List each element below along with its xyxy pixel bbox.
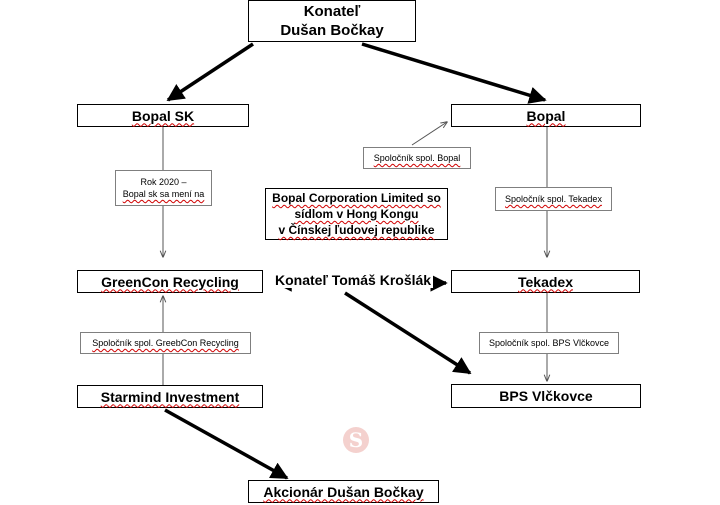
bopal-sk-label: Bopal SK — [131, 107, 195, 124]
root-owner-box: Konateľ Dušan Bočkay — [248, 0, 416, 42]
note-partner-greencon: Spoločník spol. GreebCon Recycling — [80, 332, 251, 354]
tekadex-label: Tekadex — [518, 273, 573, 290]
bps-box: BPS Vlčkovce — [451, 384, 641, 408]
note-partner-tekadex-label: Spoločník spol. Tekadex — [505, 194, 602, 204]
root-owner-role: Konateľ — [303, 3, 361, 20]
note-partner-tekadex: Spoločník spol. Tekadex — [495, 187, 612, 211]
arrow-root-to-bopal-sk — [166, 42, 254, 102]
starmind-label: Starmind Investment — [100, 388, 240, 405]
note-partner-bps: Spoločník spol. BPS Vlčkovce — [479, 332, 619, 354]
bopal-label: Bopal — [526, 107, 566, 124]
tekadex-box: Tekadex — [451, 270, 640, 293]
greencon-label: GreenCon Recycling — [101, 273, 239, 290]
note-partner-bps-label: Spoločník spol. BPS Vlčkovce — [488, 338, 610, 348]
shareholder-box: Akcionár Dušan Bočkay — [248, 480, 439, 503]
note-rename-line2: Bopal sk sa mení na — [122, 189, 205, 199]
note-partner-bopal-label: Spoločník spol. Bopal — [373, 153, 461, 163]
bps-label: BPS Vlčkovce — [499, 388, 593, 404]
bopal-corporation-line1: Bopal Corporation Limited so — [272, 191, 441, 205]
note-partner-bopal: Spoločník spol. Bopal — [363, 147, 471, 169]
bopal-box: Bopal — [451, 104, 641, 127]
note-rename-line1: Rok 2020 – — [140, 177, 187, 187]
bopal-corporation-line2: sídlom v Hong Kongu — [294, 207, 419, 221]
bopal-corporation-box: Bopal Corporation Limited so sídlom v Ho… — [265, 188, 448, 240]
note-partner-greencon-label: Spoločník spol. GreebCon Recycling — [92, 338, 239, 348]
arrow-root-to-bopal — [361, 42, 547, 104]
shareholder-label: Akcionár Dušan Bočkay — [263, 483, 424, 500]
starmind-box: Starmind Investment — [77, 385, 263, 408]
arrow-starmind-to-shareholder — [164, 408, 289, 480]
bopal-corporation-line3: v Čínskej ľudovej republike — [278, 223, 435, 237]
note-rename: Rok 2020 – Bopal sk sa mení na — [115, 170, 212, 206]
arrow-note-to-bopal — [411, 122, 447, 146]
watermark-logo: S — [343, 427, 369, 453]
greencon-box: GreenCon Recycling — [77, 270, 263, 293]
bopal-sk-box: Bopal SK — [77, 104, 249, 127]
director-label: Konateľ Tomáš Krošlák — [273, 272, 434, 288]
arrow-director-to-bps — [344, 291, 472, 375]
root-owner-name: Dušan Bočkay — [280, 22, 384, 39]
